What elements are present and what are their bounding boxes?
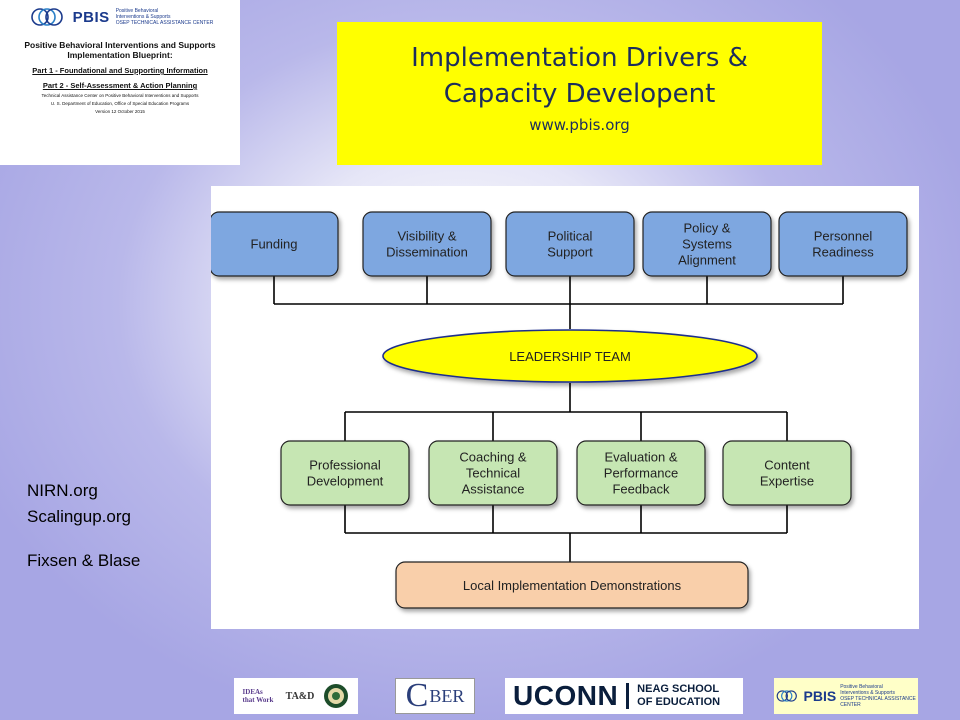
drivers-diagram-svg: Funding Visibility &Dissemination Politica… — [209, 211, 908, 609]
driver-label: Political — [548, 229, 593, 244]
leadership-team-ellipse — [382, 329, 758, 383]
support-label: Development — [307, 474, 384, 489]
driver-box — [642, 211, 772, 277]
note-nirn: NIRN.org — [27, 481, 98, 500]
blueprint-department: U. S. Department of Education, Office of… — [50, 101, 190, 106]
support-label: Coaching & — [459, 450, 527, 465]
pbis-logo-subtitle: Positive Behavioral Interventions & Supp… — [115, 8, 214, 26]
support-label: Assistance — [462, 482, 525, 497]
ideas-logo: IDEAs that Work — [242, 688, 274, 704]
slide-title: Implementation Drivers & Capacity Develo… — [411, 43, 748, 109]
support-label: Evaluation & — [605, 450, 678, 465]
leadership-team-label: LEADERSHIP TEAM — [509, 349, 631, 364]
uconn-neag-logo: UCONN NEAG SCHOOL OF EDUCATION — [505, 678, 743, 714]
support-box — [722, 440, 852, 506]
support-box — [576, 440, 706, 506]
driver-label: Dissemination — [386, 245, 468, 260]
support-label: Expertise — [760, 474, 814, 489]
blueprint-part2: Part 2 - Self-Assessment & Action Planni… — [42, 81, 198, 90]
ideas-tad-logo: IDEAs that Work TA&D — [234, 678, 358, 714]
support-box — [280, 440, 410, 506]
driver-label: Visibility & — [397, 229, 456, 244]
cber-logo-text: BER — [429, 685, 465, 706]
driver-label: Readiness — [812, 245, 874, 260]
local-implementation-box — [395, 561, 749, 609]
department-seal-icon — [324, 684, 349, 708]
cber-logo: C BER — [395, 678, 475, 714]
driver-label: Funding — [251, 237, 298, 252]
pbis-circles-icon — [30, 8, 63, 26]
support-label: Performance — [604, 466, 678, 481]
blueprint-thumbnail: PBIS Positive Behavioral Interventions &… — [0, 0, 240, 165]
references-notes: NIRN.org Scalingup.org Fixsen & Blase — [27, 478, 140, 574]
uconn-divider — [626, 683, 630, 709]
tad-logo: TA&D — [285, 690, 315, 702]
blueprint-version: Version 12 October 2015 — [95, 109, 145, 114]
note-authors: Fixsen & Blase — [27, 551, 141, 570]
support-label: Technical — [466, 466, 520, 481]
driver-box — [362, 211, 492, 277]
support-box — [428, 440, 558, 506]
driver-label: Alignment — [678, 253, 736, 268]
driver-box — [778, 211, 908, 277]
pbis-footer-word: PBIS — [803, 688, 837, 704]
support-label: Feedback — [612, 482, 670, 497]
driver-label: Support — [547, 245, 593, 260]
pbis-logo: PBIS Positive Behavioral Interventions &… — [0, 6, 240, 28]
uconn-wordmark: UCONN — [513, 680, 619, 711]
driver-label: Policy & — [684, 221, 731, 236]
pbis-footer-logo: PBIS Positive Behavioral Interventions &… — [774, 678, 918, 714]
pbis-footer-circles-icon — [776, 690, 797, 702]
blueprint-part1: Part 1 - Foundational and Supporting Inf… — [32, 66, 208, 75]
cber-c-icon: C — [405, 677, 429, 714]
pbis-logo-word: PBIS — [72, 8, 110, 26]
blueprint-title: Positive Behavioral Interventions and Su… — [24, 40, 216, 60]
driver-label: Systems — [682, 237, 732, 252]
slide-title-box: Implementation Drivers & Capacity Develo… — [337, 22, 822, 165]
neag-school-label: NEAG SCHOOL OF EDUCATION — [637, 683, 721, 708]
support-label: Professional — [309, 458, 381, 473]
driver-box — [505, 211, 635, 277]
driver-label: Personnel — [814, 229, 873, 244]
local-implementation-label: Local Implementation Demonstrations — [463, 578, 682, 593]
drivers-diagram: Funding Visibility &Dissemination Politica… — [209, 186, 919, 629]
title-url: www.pbis.org — [529, 116, 630, 134]
note-scalingup: Scalingup.org — [27, 507, 131, 526]
blueprint-center: Technical Assistance Center on Positive … — [41, 93, 199, 98]
support-label: Content — [764, 458, 810, 473]
pbis-footer-subtitle: Positive Behavioral Interventions & Supp… — [840, 684, 916, 708]
